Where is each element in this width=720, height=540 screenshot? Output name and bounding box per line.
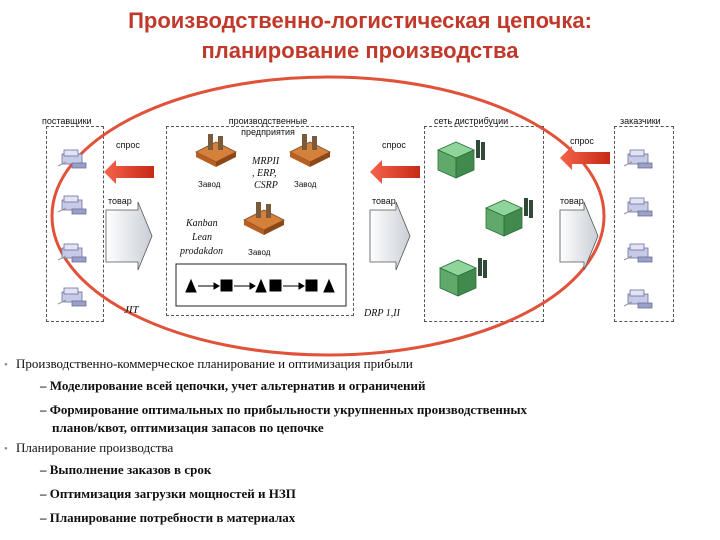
demand-label: спрос: [116, 140, 140, 150]
bullet-subitem: – Оптимизация загрузки мощностей и НЗП: [40, 486, 296, 501]
warehouse-icon: [439, 257, 488, 297]
factory-label: Завод: [198, 180, 221, 189]
supplier-pc-icon: [57, 243, 87, 263]
factory-icon: [195, 133, 237, 168]
customer-pc-icon: [623, 243, 653, 263]
demand-arrow: [370, 160, 420, 184]
supplier-pc-icon: [57, 195, 87, 215]
prodakdon-label: prodakdon: [180, 246, 223, 257]
mrp-label: , ERP,: [252, 168, 277, 179]
kanban-label: Kanban: [186, 218, 218, 229]
bullet-subitem: – Формирование оптимальных по прибыльнос…: [40, 402, 528, 417]
distribution-label: сеть дистрибуции: [434, 116, 509, 126]
warehouse-icon: [485, 197, 534, 237]
goods-arrow: [105, 201, 153, 271]
plants-label: производственные предприятия: [228, 116, 308, 137]
distribution-box: [424, 126, 544, 322]
customer-pc-icon: [623, 197, 653, 217]
drp-label: DRP 1,II: [364, 308, 400, 319]
goods-label: товар: [560, 196, 584, 206]
customer-pc-icon: [623, 289, 653, 309]
factory-icon: [243, 201, 285, 236]
bullet-dot-icon: •: [4, 443, 8, 455]
demand-label: спрос: [570, 136, 594, 146]
plants-box: [166, 126, 354, 316]
bullet-subitem: – Моделирование всей цепочки, учет альте…: [40, 378, 426, 393]
page-title-line1: Производственно-логистическая цепочка:: [128, 8, 592, 33]
jit-label: JIT: [124, 304, 139, 316]
factory-icon: [289, 133, 331, 168]
page-title-line2: планирование производства: [201, 38, 519, 63]
goods-arrow: [369, 201, 411, 271]
mrp-label: CSRP: [254, 180, 278, 191]
warehouse-icon: [437, 139, 486, 179]
bullet-subitem: – Планирование потребности в материалах: [40, 510, 296, 525]
factory-label: Завод: [294, 180, 317, 189]
customers-label: заказчики: [620, 116, 661, 126]
customer-pc-icon: [623, 149, 653, 169]
lean-label: Lean: [192, 232, 212, 243]
demand-arrow: [104, 160, 154, 184]
factory-label: Завод: [248, 248, 271, 257]
supplier-pc-icon: [57, 287, 87, 307]
demand-label: спрос: [382, 140, 406, 150]
goods-label: товар: [108, 196, 132, 206]
customers-box: [614, 126, 674, 322]
bullet-item: •Планирование производства: [4, 440, 174, 455]
bullet-dot-icon: •: [4, 359, 8, 371]
bullet-subitem-cont: планов/квот, оптимизация запасов по цепо…: [52, 420, 324, 435]
bullet-item: •Производственно-коммерческое планирован…: [4, 356, 413, 371]
goods-arrow: [559, 201, 599, 271]
suppliers-label: поставщики: [42, 116, 92, 126]
focus-ellipse: [50, 75, 606, 357]
goods-label: товар: [372, 196, 396, 206]
kanban-flow: [185, 278, 335, 293]
mrp-label: MRPII: [252, 156, 280, 167]
bullet-subitem: – Выполнение заказов в срок: [40, 462, 212, 477]
demand-arrow: [560, 146, 610, 170]
suppliers-box: [46, 126, 104, 322]
